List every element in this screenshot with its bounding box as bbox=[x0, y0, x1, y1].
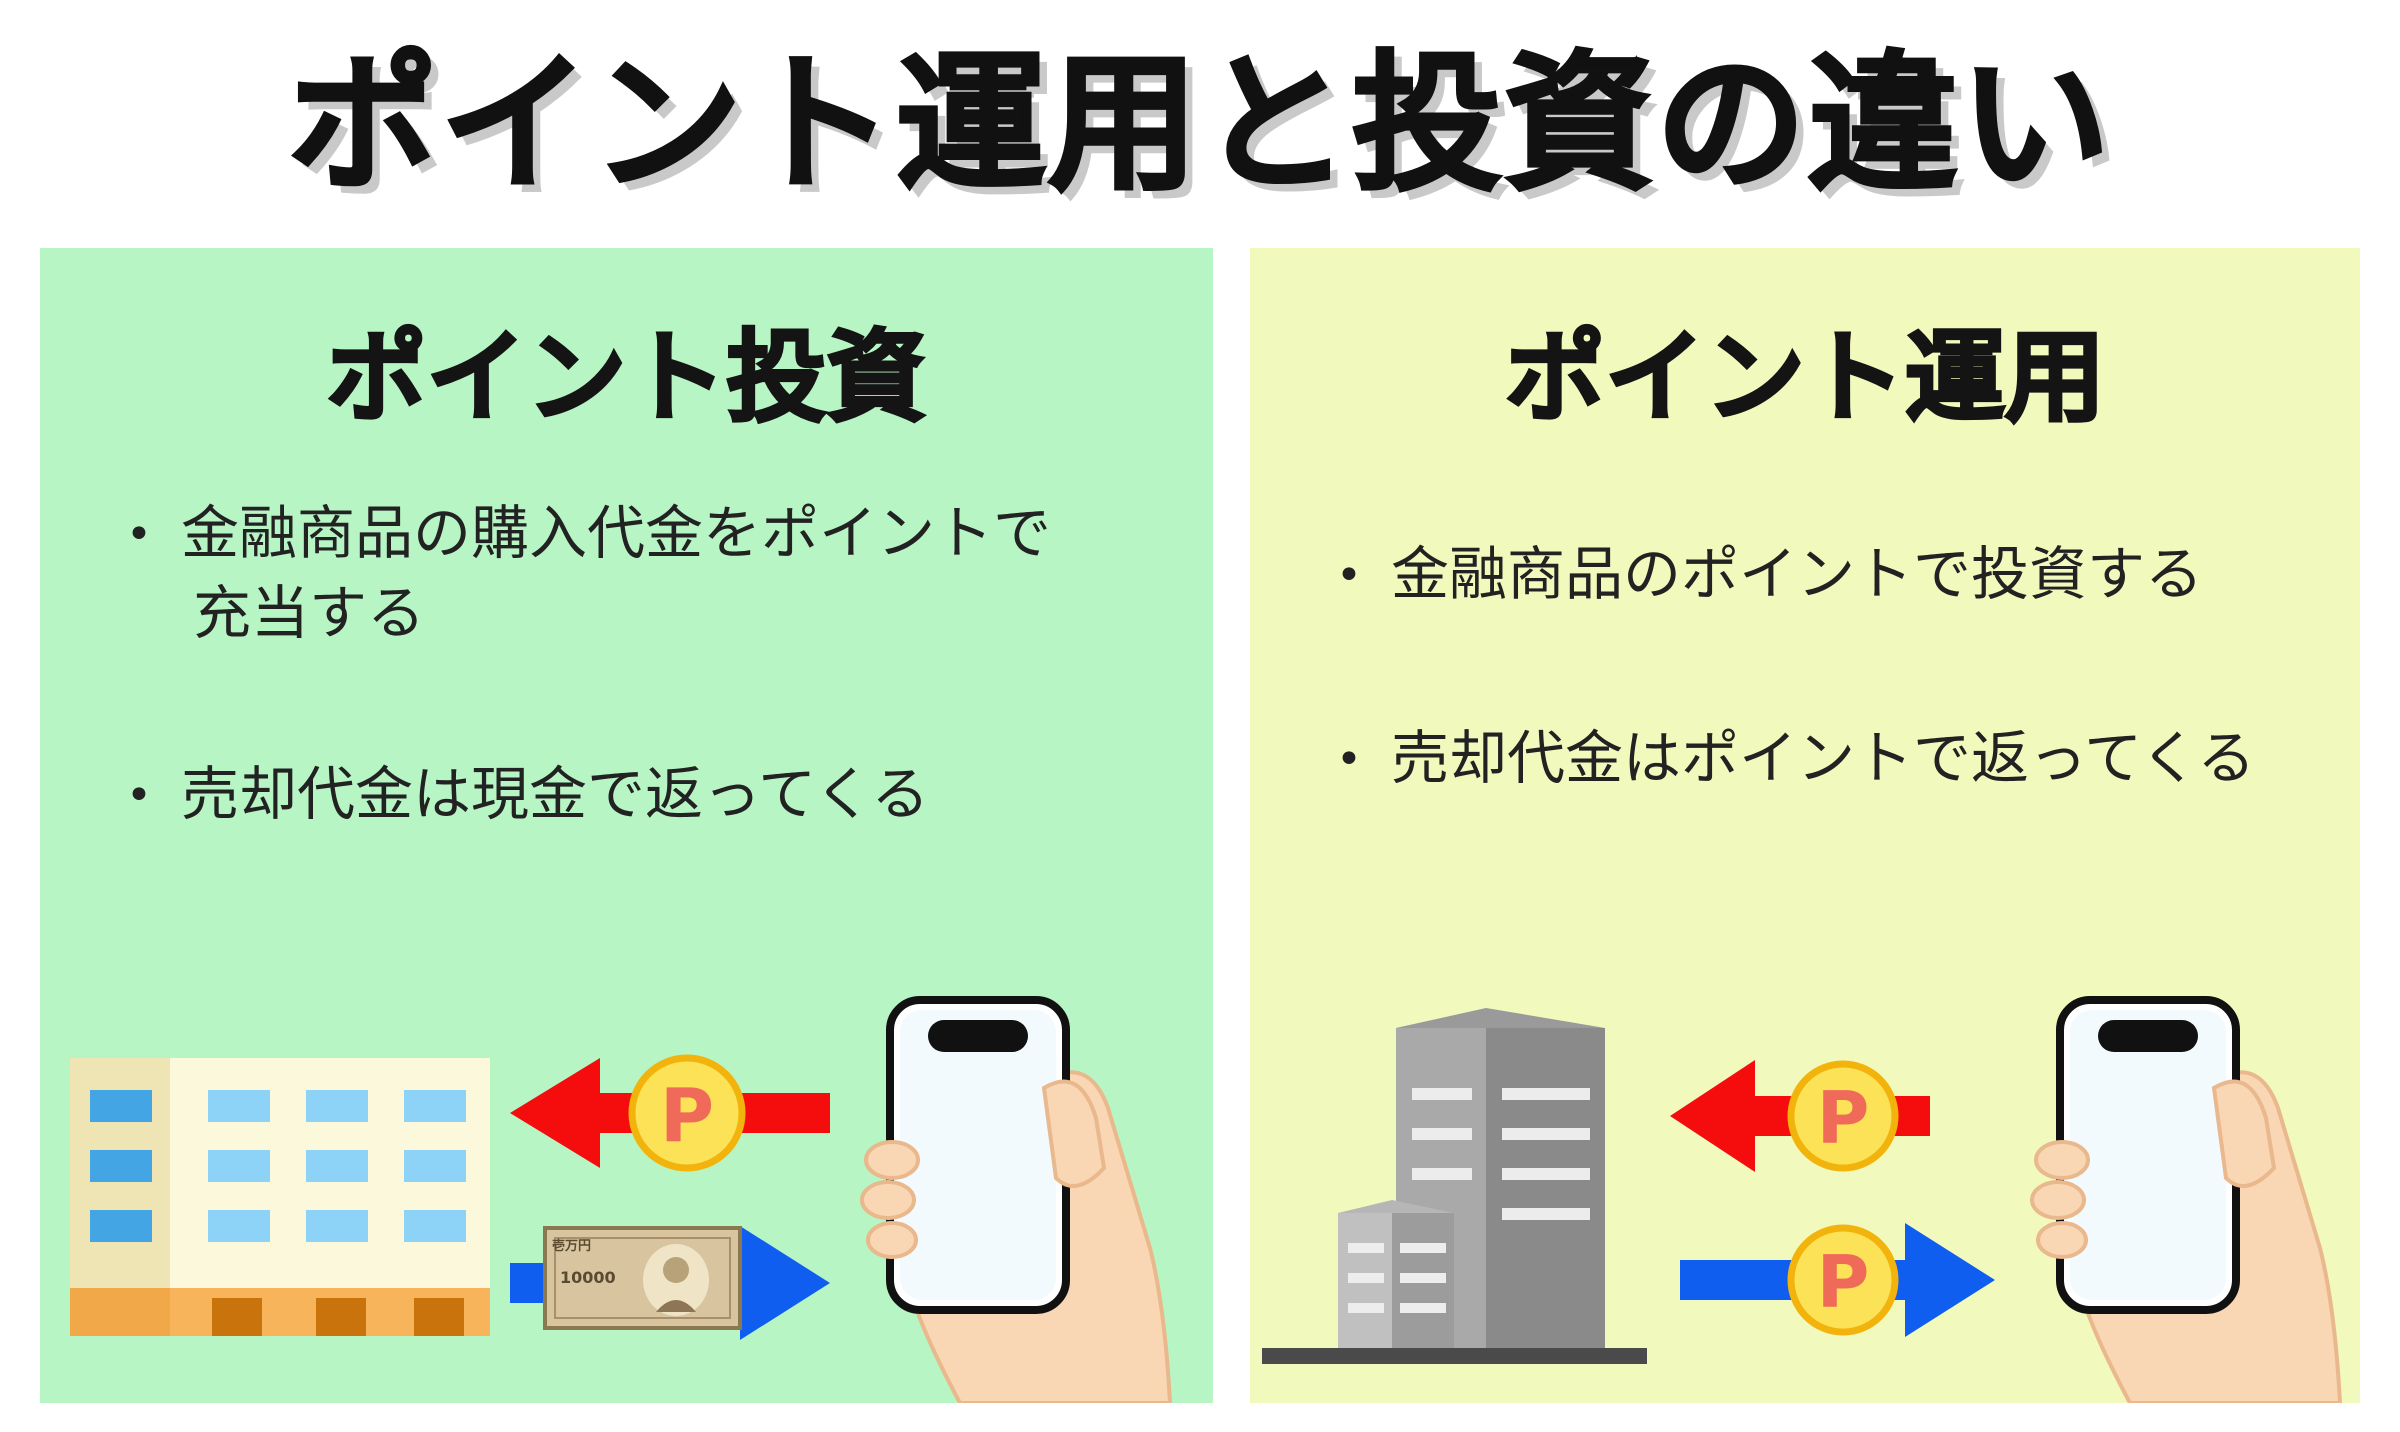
point-coin-icon: P bbox=[628, 1054, 746, 1172]
list-item: • 売却代金はポイントで返ってくる bbox=[1336, 718, 2255, 800]
operation-illustration: P P bbox=[1262, 996, 2343, 1403]
banknote-amount: 10000 bbox=[560, 1268, 616, 1287]
building-icon bbox=[70, 1058, 490, 1336]
smartphone-in-hand-icon bbox=[2030, 996, 2343, 1403]
coin-label: P bbox=[1817, 1240, 1870, 1324]
bullet-text-continued: 充当する bbox=[193, 579, 426, 647]
point-coin-icon: P bbox=[1787, 1060, 1899, 1172]
page-title: ポイント運用と投資の違い bbox=[286, 38, 2112, 212]
list-item: • 金融商品のポイントで投資する bbox=[1336, 534, 2203, 616]
point-investment-panel: ポイント投資 • 金融商品の購入代金をポイントで充当する • 売却代金は現金で返って… bbox=[40, 248, 1213, 1403]
bullet-dot: • bbox=[126, 509, 152, 560]
bullet-text: 金融商品のポイントで投資する bbox=[1391, 540, 2204, 608]
point-operation-panel: ポイント運用 • 金融商品のポイントで投資する • 売却代金はポイントで返ってくる bbox=[1250, 248, 2360, 1403]
point-coin-icon: P bbox=[1787, 1224, 1899, 1336]
point-operation-title: ポイント運用 bbox=[1504, 318, 2107, 438]
list-item: • 売却代金は現金で返ってくる bbox=[126, 754, 929, 836]
office-building-icon bbox=[1262, 1008, 1647, 1364]
bullet-text: 金融商品の購入代金をポイントで bbox=[181, 499, 1052, 567]
list-item: • 金融商品の購入代金をポイントで充当する bbox=[126, 493, 1051, 653]
bullet-dot: • bbox=[1336, 734, 1362, 785]
point-investment-title: ポイント投資 bbox=[325, 318, 928, 438]
smartphone-in-hand-icon bbox=[860, 996, 1173, 1403]
bullet-dot: • bbox=[126, 770, 152, 821]
coin-label: P bbox=[660, 1073, 714, 1159]
banknote-denomination: 壱万円 bbox=[552, 1238, 591, 1254]
bullet-dot: • bbox=[1336, 550, 1362, 601]
bullet-text: 売却代金は現金で返ってくる bbox=[181, 760, 930, 828]
investment-illustration: P 壱万円 10000 bbox=[70, 996, 1173, 1403]
banknote-icon: 壱万円 10000 bbox=[543, 1226, 742, 1330]
coin-label: P bbox=[1817, 1076, 1870, 1160]
bullet-text: 売却代金はポイントで返ってくる bbox=[1391, 724, 2256, 792]
